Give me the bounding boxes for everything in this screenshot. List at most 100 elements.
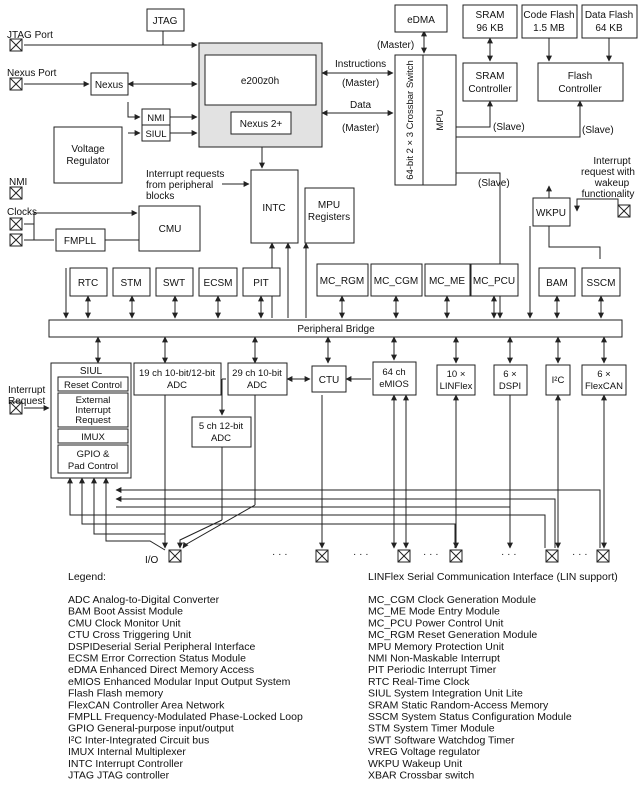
legend-title: Legend: — [68, 571, 106, 583]
data-flash-line1: Data Flash — [585, 10, 633, 21]
mpu-registers-block — [304, 187, 355, 244]
interrupt-request-pin-icon — [9, 401, 23, 415]
linflex-block — [436, 364, 476, 396]
code-flash-line2: 1.5 MB — [533, 23, 565, 34]
i2c-label: I²C — [552, 375, 565, 386]
swt-block — [155, 267, 194, 297]
sram-mem-line1: SRAM — [476, 10, 505, 21]
code-flash-line1: Code Flash — [523, 10, 574, 21]
clocks-pin-icon-1 — [9, 217, 23, 231]
ellipsis-2: · · · — [353, 549, 369, 560]
legend-entry: IMUX Internal Multiplexer — [68, 746, 186, 758]
dspi-block — [493, 364, 528, 396]
nmi-label: NMI — [147, 113, 164, 124]
siul-small-label: SIUL — [145, 129, 166, 140]
blocks: JTAG eDMA SRAM 96 KB Code Flash 1.5 MB D… — [48, 4, 638, 479]
nexus-label: Nexus — [95, 80, 123, 91]
imux-block — [57, 428, 129, 444]
gpio-line1: GPIO & — [77, 449, 110, 460]
ctu-label: CTU — [319, 375, 340, 386]
flash-controller-block — [537, 62, 624, 102]
wkpu-label: WKPU — [536, 208, 566, 219]
nmi-pin-label: NMI — [9, 177, 27, 188]
mc-pcu-label: MC_PCU — [473, 276, 515, 287]
imux-label: IMUX — [81, 432, 105, 443]
legend-entry: MC_ME Mode Entry Module — [368, 606, 500, 618]
ellipsis-1: · · · — [272, 549, 288, 560]
mc-me-label: MC_ME — [429, 276, 465, 287]
edma-block — [394, 4, 448, 33]
legend-entry: eDMA Enhanced Direct Memory Access — [68, 664, 254, 676]
legend-entry: INTC Interrupt Controller — [68, 758, 183, 770]
io-pin-icon-5 — [545, 549, 559, 563]
sram-controller-block — [462, 62, 518, 102]
legend-entry: NMI Non-Maskable Interrupt — [368, 653, 500, 665]
fmpll-label: FMPLL — [64, 236, 97, 247]
i2c-block — [545, 364, 571, 396]
external-interrupt-block — [57, 392, 129, 428]
legend-entry: DSPIDeserial Serial Peripheral Interface — [68, 641, 255, 653]
adc19-line2: ADC — [167, 380, 187, 391]
legend-entry: ECSM Error Correction Status Module — [68, 653, 246, 665]
io-pin-icon-4 — [449, 549, 463, 563]
emios-line1: 64 ch — [382, 367, 405, 378]
nmi-pin-icon — [9, 186, 23, 200]
ellipsis-5: · · · — [572, 549, 588, 560]
sram-ctrl-line2: Controller — [468, 84, 512, 95]
legend-entry: Flash Flash memory — [68, 688, 164, 700]
pit-block — [242, 267, 281, 297]
clocks-pin-icon-2 — [9, 233, 23, 247]
ext-irq-line1: External — [76, 395, 111, 406]
legend-entry: MC_PCU Power Control Unit — [368, 617, 503, 629]
io-pin-icon-2 — [315, 549, 329, 563]
sscm-label: SSCM — [587, 278, 616, 289]
adc19-block — [133, 362, 222, 396]
legend-entry: RTC Real-Time Clock — [368, 676, 470, 688]
intc-label: INTC — [262, 203, 285, 214]
irq-peripheral-line2: from peripheral — [146, 180, 213, 191]
data-flash-line2: 64 KB — [595, 23, 623, 34]
nexus-port-pin-icon — [9, 77, 23, 91]
flexcan-block — [581, 364, 627, 396]
irq-peripheral-line3: blocks — [146, 191, 174, 202]
slave-label-1: (Slave) — [493, 122, 525, 133]
stm-label: STM — [120, 278, 141, 289]
crossbar-switch-block — [394, 54, 457, 186]
reset-control-block — [57, 376, 129, 392]
adc5-line1: 5 ch 12-bit — [199, 421, 244, 432]
legend: Legend: LINFlex Serial Communication Int… — [68, 571, 618, 782]
mpu-label: MPU — [435, 109, 446, 130]
legend-entry: WKPU Wakeup Unit — [368, 758, 462, 770]
master-label-3: (Master) — [342, 123, 379, 134]
legend-entry: GPIO General-purpose input/output — [68, 723, 234, 735]
emios-line2: eMIOS — [379, 379, 409, 390]
legend-entry: STM System Timer Module — [368, 723, 495, 735]
gpio-block — [57, 444, 129, 474]
nexus-port-label: Nexus Port — [7, 68, 57, 79]
instructions-label: Instructions — [335, 59, 386, 70]
cmu-label: CMU — [159, 224, 182, 235]
interrupt-request-line1: Interrupt — [8, 385, 45, 396]
legend-entry: eMIOS Enhanced Modular Input Output Syst… — [68, 676, 291, 688]
io-pin-icon-6 — [596, 549, 610, 563]
legend-entry: MC_RGM Reset Generation Module — [368, 629, 537, 641]
wkpu-block — [532, 197, 571, 227]
fmpll-block — [55, 228, 106, 252]
mc-rgm-block — [316, 263, 369, 297]
cmu-block — [138, 205, 201, 252]
legend-entry: CTU Cross Triggering Unit — [68, 629, 191, 641]
legend-entry: SSCM System Status Configuration Module — [368, 711, 572, 723]
slave-label-3: (Slave) — [478, 178, 510, 189]
labels: JTAG Port Nexus Port NMI Clocks Interrup… — [7, 30, 635, 566]
mc-cgm-block — [370, 263, 423, 297]
sram-mem-line2: 96 KB — [476, 23, 504, 34]
reset-control-label: Reset Control — [64, 380, 122, 391]
vreg-line1: Voltage — [71, 144, 105, 155]
vreg-line2: Regulator — [66, 156, 110, 167]
nexus2-label: Nexus 2+ — [240, 119, 283, 130]
bam-label: BAM — [546, 278, 568, 289]
jtag-port-pin-icon — [9, 38, 23, 52]
irq-peripheral-line1: Interrupt requests — [146, 169, 224, 180]
voltage-regulator-block — [53, 126, 123, 184]
